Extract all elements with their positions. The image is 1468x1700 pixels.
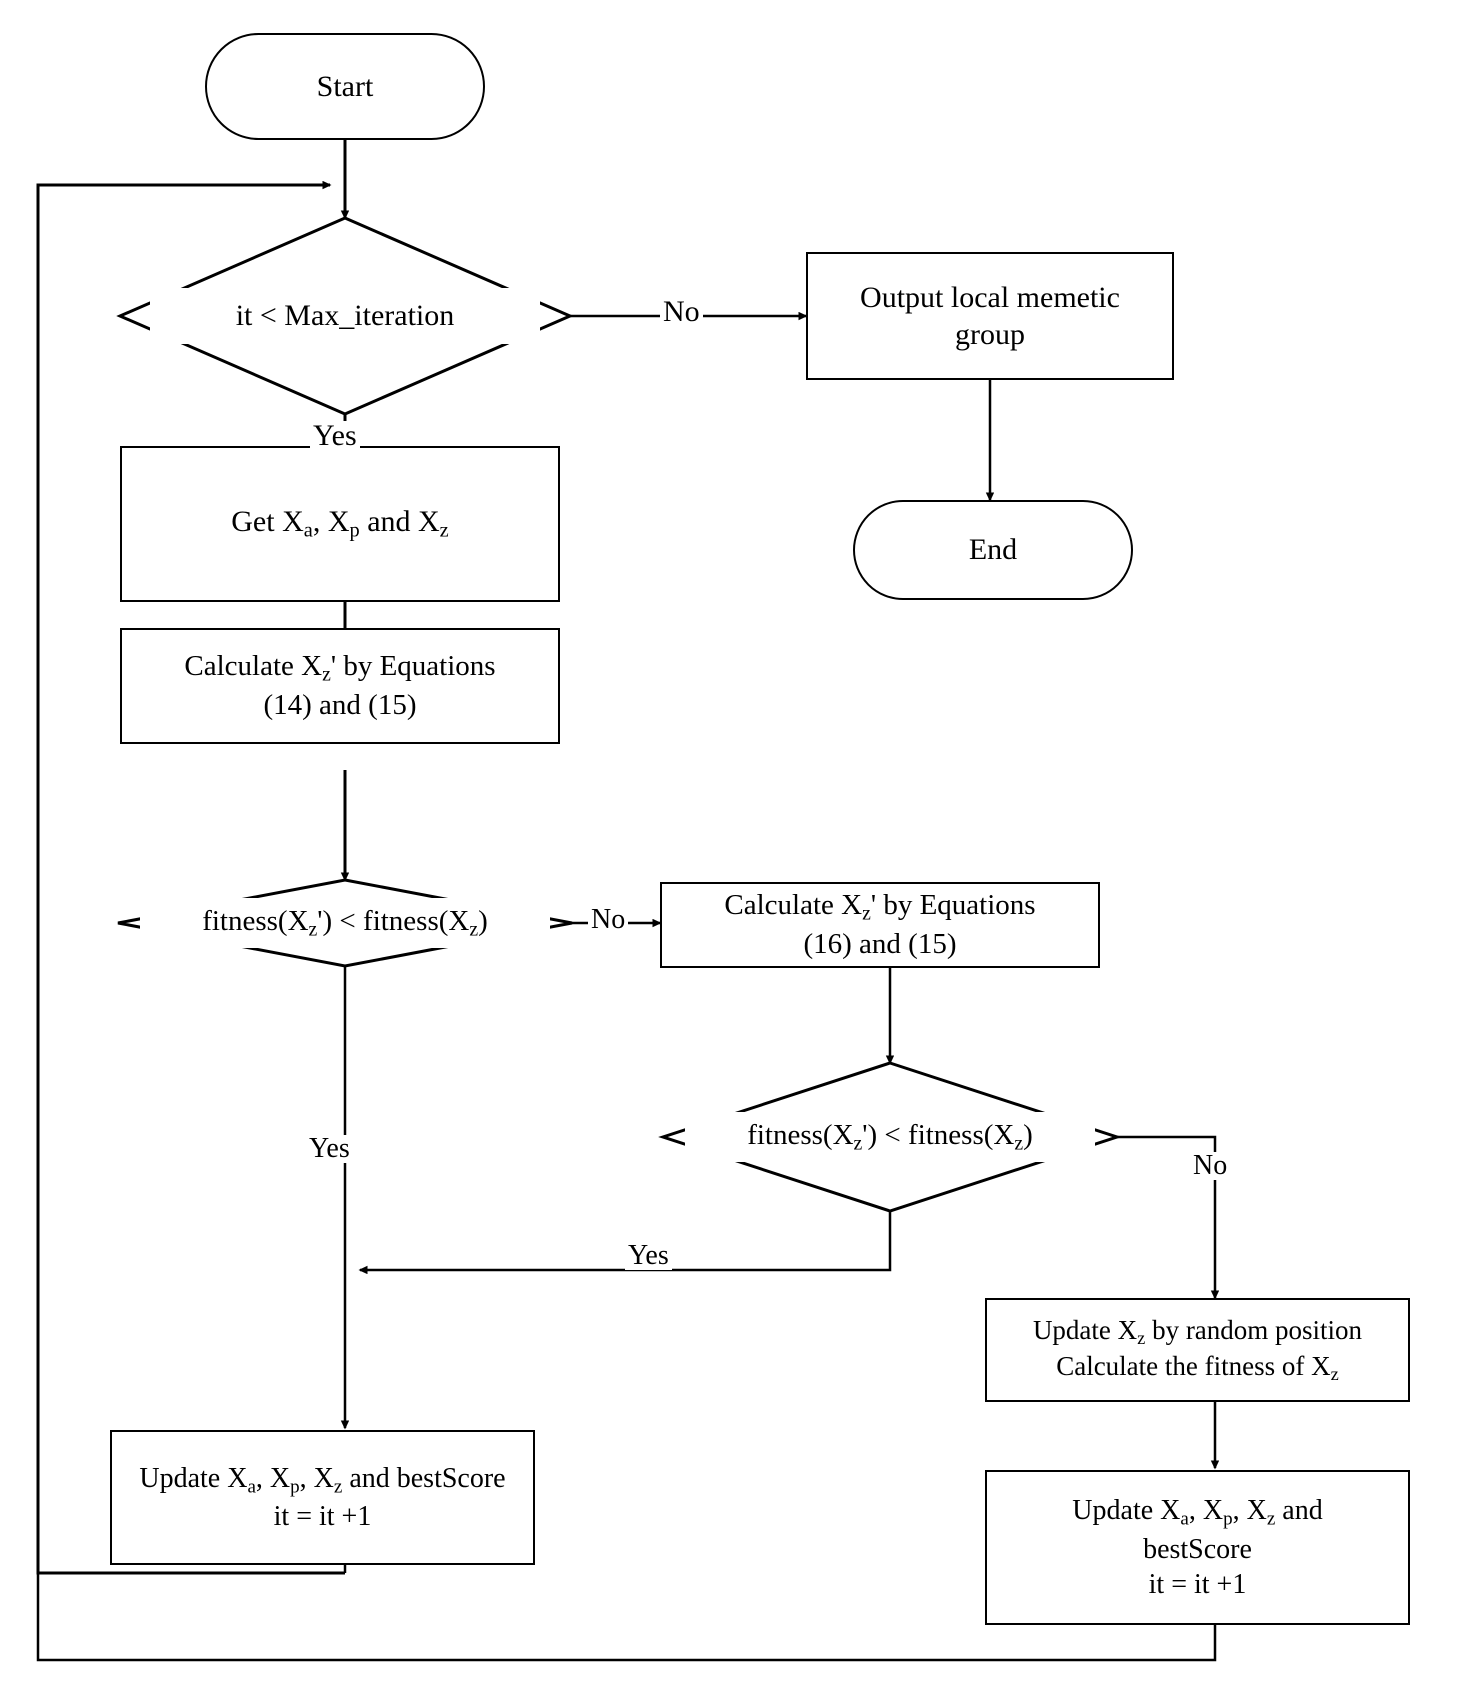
edge-label-fitness1-yes: Yes	[306, 1135, 353, 1163]
node-get-x: Get Xa, Xp and Xz	[120, 446, 560, 602]
node-update-right: Update Xa, Xp, Xz and bestScore it = it …	[985, 1470, 1410, 1625]
node-calculate-eq-16-15: Calculate Xz' by Equations (16) and (15)	[660, 882, 1100, 968]
update-left-label: Update Xa, Xp, Xz and bestScore it = it …	[139, 1462, 506, 1533]
update-right-label: Update Xa, Xp, Xz and bestScore it = it …	[1072, 1495, 1323, 1600]
update-left-line2: it = it +1	[273, 1501, 372, 1533]
node-start: Start	[205, 33, 485, 140]
node-start-label: Start	[316, 69, 374, 103]
node-output-local-memetic-group: Output local memetic group	[806, 252, 1174, 380]
calc-16-15-line2: (16) and (15)	[803, 928, 957, 961]
node-decision-fitness-1-text: fitness(Xz') < fitness(Xz)	[140, 898, 550, 948]
output-group-line1: Output local memetic	[860, 280, 1120, 314]
edge-loop-return	[36, 180, 345, 1575]
get-x-label: Get Xa, Xp and Xz	[231, 505, 449, 543]
edge-fitness2-no	[1117, 1135, 1220, 1300]
calc-16-15-label: Calculate Xz' by Equations (16) and (15)	[724, 889, 1036, 961]
edge-label-iteration-no: No	[660, 297, 703, 327]
edge-label-fitness1-no: No	[588, 906, 629, 934]
node-end: End	[853, 500, 1133, 600]
output-group-line2: group	[954, 318, 1025, 351]
update-random-label: Update Xz by random position Calculate t…	[1032, 1314, 1363, 1385]
calc-14-15-label: Calculate Xz' by Equations (14) and (15)	[184, 650, 496, 722]
edge-updateright-to-loop	[36, 1573, 1217, 1662]
edge-label-fitness2-no: No	[1190, 1152, 1231, 1180]
update-right-line2: bestScore	[1143, 1533, 1252, 1565]
node-end-label: End	[968, 533, 1018, 567]
decision-iteration-label: it < Max_iteration	[235, 299, 455, 333]
edge-label-fitness2-yes: Yes	[625, 1242, 672, 1270]
node-decision-iteration-text: it < Max_iteration	[150, 288, 540, 344]
node-update-random-position: Update Xz by random position Calculate t…	[985, 1298, 1410, 1402]
edge-label-iteration-yes: Yes	[310, 421, 360, 451]
output-group-label: Output local memetic group	[852, 279, 1128, 354]
update-right-line3: it = it +1	[1148, 1568, 1247, 1600]
node-calculate-eq-14-15: Calculate Xz' by Equations (14) and (15)	[120, 628, 560, 744]
edge-fitness2-yes	[358, 1211, 892, 1275]
node-update-left: Update Xa, Xp, Xz and bestScore it = it …	[110, 1430, 535, 1565]
decision-fitness-2-label: fitness(Xz') < fitness(Xz)	[747, 1119, 1033, 1155]
decision-fitness-1-label: fitness(Xz') < fitness(Xz)	[202, 905, 488, 941]
node-decision-fitness-2-text: fitness(Xz') < fitness(Xz)	[685, 1112, 1095, 1162]
calc-14-15-line2: (14) and (15)	[263, 689, 417, 722]
